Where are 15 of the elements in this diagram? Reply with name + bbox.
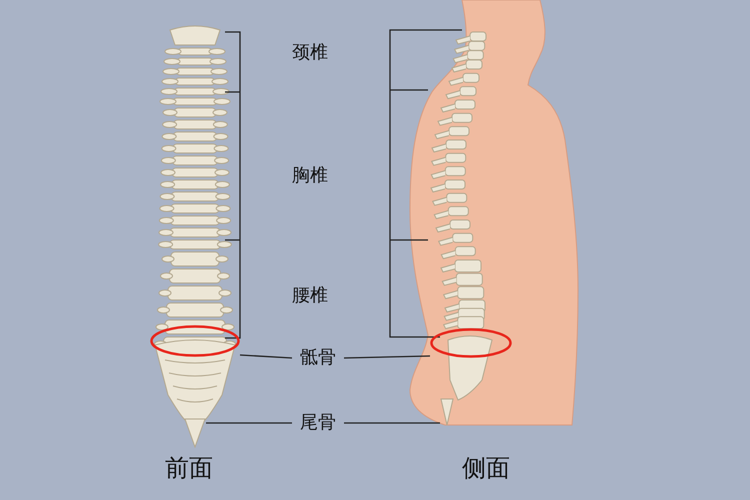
structure-label: 尾骨 (292, 410, 344, 436)
structure-label: 腰椎 (292, 284, 328, 307)
structure-label: 胸椎 (292, 164, 328, 187)
view-label: 前面 (165, 453, 213, 484)
highlight-ellipse (150, 325, 240, 357)
structure-label: 颈椎 (292, 41, 328, 64)
structure-label: 骶骨 (292, 345, 344, 371)
coccyx-drawing (440, 398, 454, 426)
coccyx-drawing (184, 418, 206, 448)
view-label: 侧面 (462, 453, 510, 484)
leader-line (344, 355, 430, 359)
highlight-ellipse (430, 328, 512, 358)
leader-line (206, 422, 292, 424)
leader-line (240, 354, 292, 359)
leader-line (344, 422, 440, 424)
